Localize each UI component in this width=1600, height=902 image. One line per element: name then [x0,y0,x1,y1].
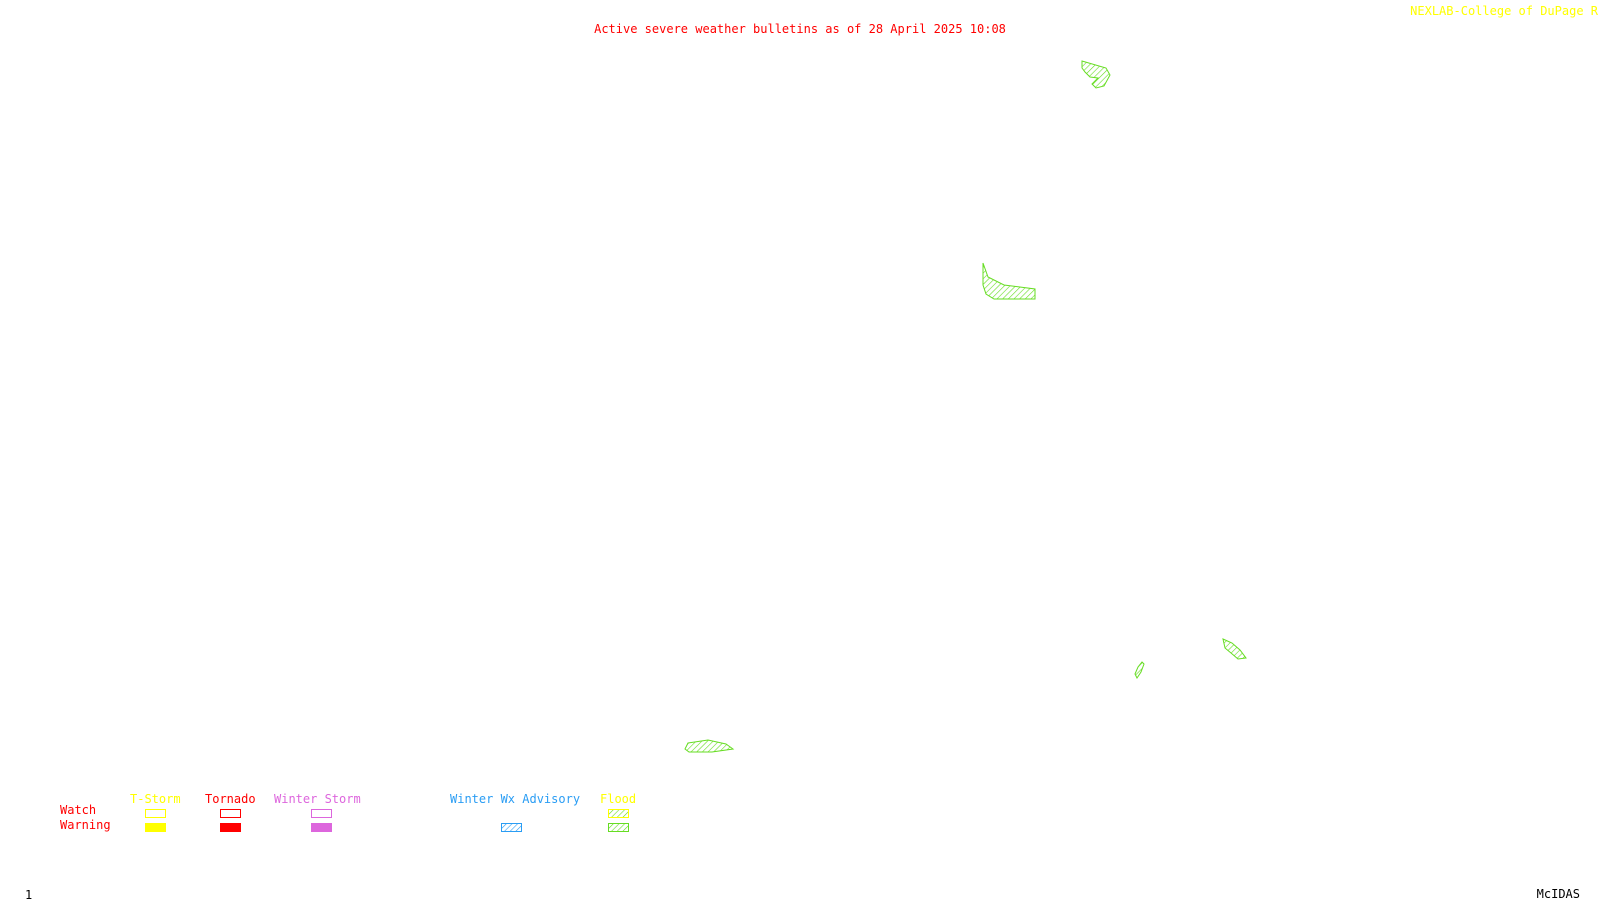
tstorm-warning-swatch [145,823,166,832]
legend-row-warning: Warning [60,818,111,832]
flood-polygons [684,60,1247,753]
flood-warning-area [982,262,1036,300]
credit-label: NEXLAB-College of DuPage R [1410,4,1598,18]
legend-label-winter-advisory: Winter Wx Advisory [450,792,581,806]
tornado-watch-swatch [220,809,241,818]
legend-label-tstorm: T-Storm [130,792,181,806]
flood-warning-area [684,739,735,753]
software-label: McIDAS [1536,887,1580,901]
flood-watch-swatch [608,809,629,818]
legend-label-flood: Flood [600,792,637,806]
flood-warning-area [1081,60,1111,89]
flood-warning-area [1134,661,1145,679]
legend-label-tornado: Tornado [205,792,256,806]
tstorm-watch-swatch [145,809,166,818]
legend-label-winter-storm: Winter Storm [274,792,361,806]
tornado-warning-swatch [220,823,241,832]
winter-storm-watch-swatch [311,809,332,818]
winter-advisory-swatch [501,823,522,832]
winter-storm-warning-swatch [311,823,332,832]
page-title: Active severe weather bulletins as of 28… [594,22,1006,36]
flood-warning-area [1222,638,1247,660]
frame-number: 1 [25,888,33,902]
legend-row-watch: Watch [60,803,97,817]
flood-warning-swatch [608,823,629,832]
